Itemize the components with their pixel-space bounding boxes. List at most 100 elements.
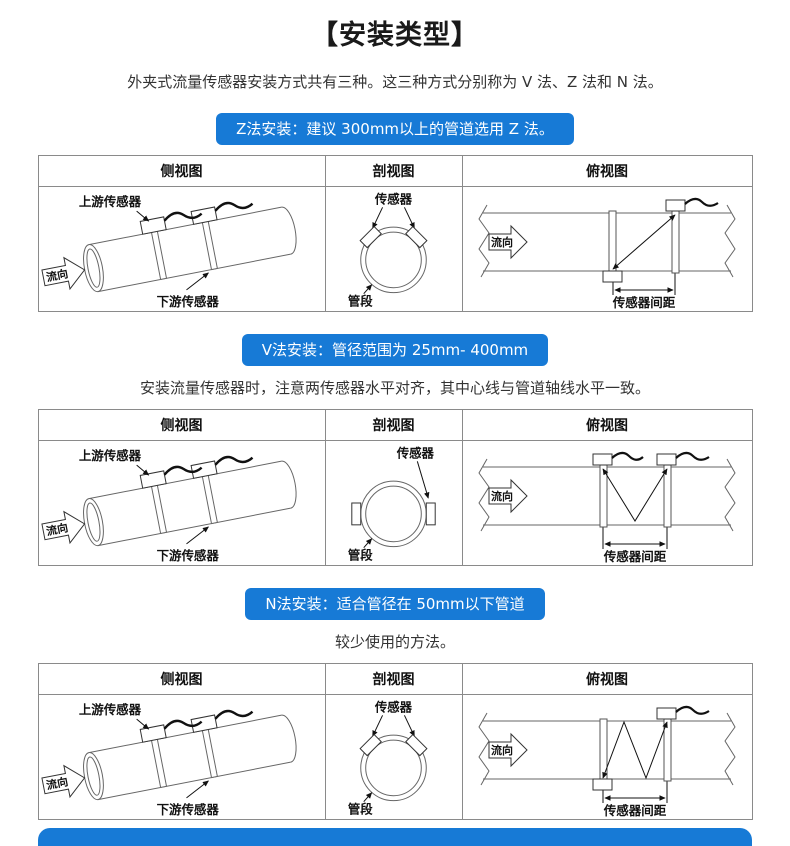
signal-path [611, 214, 676, 270]
n-section-view-cell: 传感器 管段 [325, 695, 463, 819]
downstream-sensor-label: 下游传感器 [156, 802, 219, 817]
svg-text:流向: 流向 [45, 774, 69, 792]
n-method-table: 侧视图 剖视图 俯视图 [37, 663, 753, 820]
svg-text:流向: 流向 [491, 235, 513, 249]
v-table-body: 流向 上游传感器 下游传感器 传感器 管段 [38, 441, 752, 565]
section-view-header: 剖视图 [326, 410, 463, 440]
flow-arrow: 流向 [488, 478, 528, 514]
clamp-band [599, 718, 607, 782]
n-table-header: 侧视图 剖视图 俯视图 [38, 664, 752, 695]
v-table-header: 侧视图 剖视图 俯视图 [38, 410, 752, 441]
intro-text: 外夹式流量传感器安装方式共有三种。这三种方式分别称为 V 法、Z 法和 N 法。 [127, 73, 663, 91]
clamp-band [663, 464, 671, 528]
downstream-sensor [602, 270, 622, 283]
pipe-inner-wall [364, 739, 422, 797]
v-method-badge: V法安装：管径范围为 25mm- 400mm [241, 334, 549, 366]
n-method-note: 较少使用的方法。 [334, 633, 455, 651]
downstream-sensor [190, 206, 218, 225]
n-table-body: 流向 上游传感器 下游传感器 传感器 管段 [38, 695, 752, 819]
pipe-inner-wall [364, 231, 422, 289]
sensor-cable [213, 455, 253, 466]
spacing-label: 传感器间距 [611, 295, 675, 310]
pipe-inner-wall [364, 485, 422, 543]
svg-text:流向: 流向 [45, 520, 69, 538]
sensor-block [425, 502, 436, 526]
flow-arrow: 流向 [488, 224, 528, 260]
upstream-sensor [139, 216, 167, 235]
flow-arrow: 流向 [488, 732, 528, 768]
spacing-dimension [602, 781, 667, 803]
spacing-dimension [602, 527, 667, 549]
sensor-cable [610, 451, 644, 461]
n-method-badge: N法安装：适合管径在 50mm以下管道 [245, 588, 545, 620]
svg-text:流向: 流向 [491, 743, 513, 757]
n-side-view-cell: 流向 上游传感器 下游传感器 [38, 695, 326, 819]
z-method-badge: Z法安装：建议 300mm以上的管道选用 Z 法。 [216, 113, 574, 145]
upstream-sensor [139, 724, 167, 743]
sensor-cable [163, 211, 202, 222]
sensor-block [404, 225, 428, 249]
sensor-cable [163, 465, 202, 476]
footer-bar [38, 828, 752, 846]
section-view-diagram: 传感器 管段 [347, 191, 428, 309]
upstream-sensor [592, 453, 612, 466]
signal-path [602, 468, 667, 522]
pipe-segment-label: 管段 [347, 802, 372, 817]
pipe-segment-label: 管段 [347, 294, 372, 309]
downstream-sensor-label: 下游传感器 [156, 548, 219, 563]
v-side-view-cell: 流向 上游传感器 下游传感器 [38, 441, 326, 565]
spacing-label: 传感器间距 [602, 803, 666, 818]
sensor-cable [674, 705, 710, 715]
top-view-diagram: 传感器间距 流向 [477, 197, 736, 310]
flow-arrow: 流向 [40, 510, 85, 545]
sensor-label: 传感器 [373, 191, 412, 206]
top-view-header: 俯视图 [586, 672, 628, 688]
sensor-cable [213, 201, 253, 212]
flow-arrow: 流向 [40, 764, 85, 799]
side-view-header: 侧视图 [39, 156, 326, 186]
pipe [82, 455, 297, 547]
upstream-sensor [656, 707, 676, 720]
section-view-diagram: 传感器 管段 [347, 699, 428, 817]
v-method-note: 安装流量传感器时，注意两传感器水平对齐，其中心线与管道轴线水平一致。 [139, 379, 650, 397]
side-view-header: 侧视图 [39, 664, 326, 694]
section-view-header: 剖视图 [326, 664, 463, 694]
sensor-block [404, 733, 428, 757]
sensor-cable [213, 709, 253, 720]
flow-arrow: 流向 [40, 256, 85, 291]
clamp-band [608, 210, 616, 274]
downstream-sensor-label: 下游传感器 [156, 294, 219, 309]
clamp-band [671, 210, 679, 274]
sensor-cable [674, 451, 710, 461]
side-view-header: 侧视图 [39, 410, 326, 440]
section-view-header: 剖视图 [326, 156, 463, 186]
z-table-header: 侧视图 剖视图 俯视图 [38, 156, 752, 187]
downstream-sensor [190, 714, 218, 733]
v-method-table: 侧视图 剖视图 俯视图 [37, 409, 753, 566]
top-view-header: 俯视图 [586, 164, 628, 180]
svg-text:流向: 流向 [491, 489, 513, 503]
sensor-block [358, 733, 382, 757]
upstream-sensor-label: 上游传感器 [78, 702, 141, 717]
sensor-cable [163, 719, 202, 730]
downstream-sensor [190, 460, 218, 479]
downstream-sensor [592, 778, 612, 791]
upstream-sensor-label: 上游传感器 [78, 448, 141, 463]
spacing-label: 传感器间距 [602, 549, 666, 564]
side-view-diagram: 流向 上游传感器 下游传感器 [40, 702, 297, 817]
top-view-header: 俯视图 [586, 418, 628, 434]
v-top-view-cell: 传感器间距 流向 [462, 441, 752, 565]
section-view-diagram: 传感器 管段 [347, 445, 436, 563]
top-view-diagram: 传感器间距 流向 [477, 705, 736, 818]
sensor-block [358, 225, 382, 249]
top-view-diagram: 传感器间距 流向 [477, 451, 736, 564]
sensor-block [350, 502, 361, 526]
z-side-view-cell: 流向 上游传感器 下游传感器 [38, 187, 326, 311]
side-view-diagram: 流向 上游传感器 下游传感器 [40, 194, 297, 309]
pipe-segment-label: 管段 [347, 548, 372, 563]
upstream-sensor [665, 199, 685, 212]
page-title: 【安装类型】 [311, 20, 479, 51]
z-top-view-cell: 传感器间距 流向 [462, 187, 752, 311]
upstream-sensor-label: 上游传感器 [78, 194, 141, 209]
